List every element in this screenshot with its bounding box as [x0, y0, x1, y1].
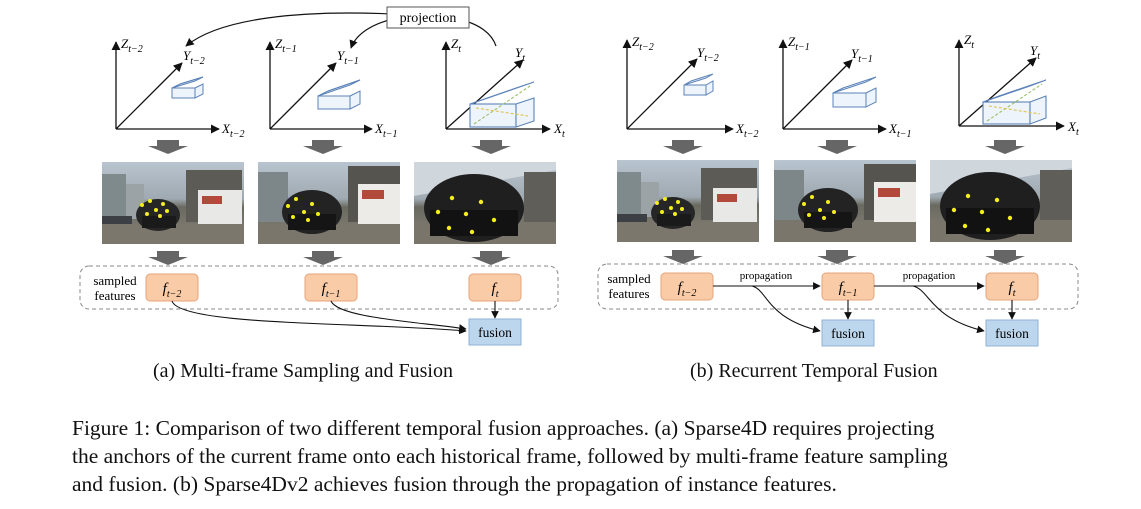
panel-a: projection Zt−2 Yt−2 Xt−2 — [79, 6, 565, 346]
svg-text:Zt−2: Zt−2 — [632, 34, 654, 53]
axes-frame-a-t-minus-1: Zt−1 Yt−1 Xt−1 — [265, 36, 397, 140]
down-arrow-icon — [148, 251, 511, 265]
keypoints — [140, 195, 497, 235]
svg-text:Xt: Xt — [553, 121, 565, 140]
feature-box-t: ft — [985, 272, 1039, 301]
projection-label-box — [386, 6, 470, 29]
fusion-box: fusion — [821, 319, 875, 347]
figure-caption-line: and fusion. (b) Sparse4Dv2 achieves fusi… — [72, 472, 837, 496]
feature-box-t-minus-1: ft−1 — [304, 273, 358, 302]
feature-box-t-minus-2: ft−2 — [145, 273, 199, 302]
camera-image — [414, 162, 556, 244]
anchor-box-icon — [171, 76, 204, 99]
projection-label: projection — [400, 11, 457, 26]
down-arrow-icon — [148, 140, 511, 154]
svg-text:Yt−2: Yt−2 — [697, 45, 719, 64]
panel-b-caption: (b) Recurrent Temporal Fusion — [690, 360, 938, 382]
camera-image — [102, 162, 244, 244]
feature-box-t: ft — [468, 273, 522, 302]
figure-caption-line: Figure 1: Comparison of two different te… — [72, 416, 935, 440]
axes-frame-b-t: Zt Yt Xt — [954, 32, 1079, 138]
svg-text:Xt−2: Xt−2 — [735, 121, 758, 140]
figure-caption-line: the anchors of the current frame onto ea… — [72, 444, 948, 468]
fusion-arrows — [171, 300, 499, 335]
svg-text:Zt−1: Zt−1 — [275, 36, 297, 55]
svg-text:ft: ft — [492, 281, 499, 300]
sampled-label: sampled — [93, 273, 137, 288]
propagation-label: propagation — [740, 270, 793, 282]
panel-a-caption: (a) Multi-frame Sampling and Fusion — [153, 360, 453, 382]
down-arrow-icon — [663, 140, 1025, 154]
feature-box-t-minus-1: ft−1 — [821, 272, 875, 301]
anchor-box-icon — [683, 73, 714, 96]
axes-frame-a-t: Zt Yt Xt — [441, 36, 565, 140]
svg-text:Xt−1: Xt−1 — [888, 121, 911, 140]
camera-image — [774, 160, 916, 242]
svg-text:Xt: Xt — [1067, 119, 1079, 138]
svg-text:ft−2: ft−2 — [163, 281, 182, 300]
svg-text:ft−1: ft−1 — [839, 280, 858, 299]
features-label: features — [608, 286, 649, 301]
svg-text:fusion: fusion — [478, 325, 512, 340]
sampled-features-container — [79, 265, 559, 310]
svg-text:ft−2: ft−2 — [678, 280, 697, 299]
svg-text:Xt−1: Xt−1 — [374, 121, 397, 140]
fusion-arrows — [751, 285, 1016, 334]
camera-image — [930, 160, 1072, 242]
sampled-features-container — [597, 263, 1079, 310]
camera-image — [617, 160, 759, 242]
svg-text:Zt−2: Zt−2 — [121, 36, 143, 55]
svg-text:fusion: fusion — [995, 326, 1029, 341]
svg-text:Xt−2: Xt−2 — [221, 121, 244, 140]
fusion-box: fusion — [985, 319, 1039, 347]
down-arrow-icon — [663, 250, 1025, 264]
svg-text:Zt: Zt — [451, 36, 461, 55]
axes-frame-a-t-minus-2: Zt−2 Yt−2 Xt−2 — [111, 36, 244, 140]
svg-text:Zt−1: Zt−1 — [788, 34, 810, 53]
keypoints — [655, 193, 1013, 233]
camera-image — [258, 162, 400, 244]
feature-box-t-minus-2: ft−2 — [660, 272, 714, 301]
svg-text:Yt: Yt — [515, 45, 525, 64]
axes-frame-b-t-minus-2: Zt−2 Yt−2 Xt−2 — [622, 34, 758, 140]
svg-text:Yt−1: Yt−1 — [337, 48, 359, 67]
svg-text:Yt−2: Yt−2 — [183, 48, 205, 67]
axes-frame-b-t-minus-1: Zt−1 Yt−1 Xt−1 — [778, 34, 911, 140]
figure-caption: Figure 1: Comparison of two different te… — [72, 414, 1112, 498]
svg-text:Zt: Zt — [964, 32, 974, 51]
svg-text:Yt−1: Yt−1 — [851, 46, 873, 65]
features-label: features — [94, 288, 135, 303]
anchor-box-icon — [469, 81, 535, 128]
anchor-box-icon — [982, 79, 1047, 125]
fusion-box: fusion — [468, 318, 522, 346]
panel-b: Zt−2 Yt−2 Xt−2 Zt−1 Yt−1 Xt−1 — [597, 32, 1079, 347]
svg-text:ft−1: ft−1 — [322, 281, 341, 300]
propagation-label: propagation — [903, 270, 956, 282]
sampled-label: sampled — [607, 271, 651, 286]
anchor-box-icon — [832, 76, 877, 108]
anchor-box-icon — [317, 79, 361, 110]
svg-text:fusion: fusion — [831, 326, 865, 341]
svg-text:Yt: Yt — [1030, 43, 1040, 62]
svg-text:ft: ft — [1009, 280, 1016, 299]
